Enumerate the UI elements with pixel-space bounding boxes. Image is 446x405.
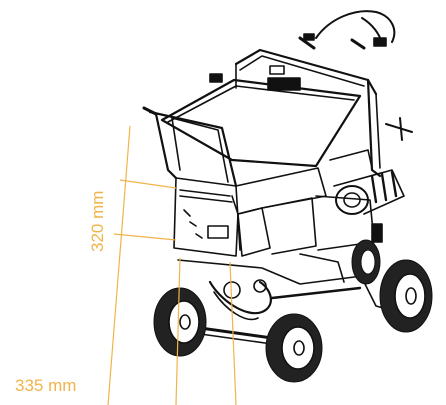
wheel-rear-left — [351, 239, 381, 285]
top-handle — [298, 10, 396, 50]
hopper-body — [173, 167, 327, 257]
height-extension-top — [119, 179, 177, 189]
wheel-rear-right — [379, 259, 433, 333]
dimension-lines — [107, 125, 237, 405]
width-extension-left — [175, 257, 181, 405]
engine-drum — [329, 149, 405, 215]
height-dimension-line — [107, 125, 131, 405]
wheel-front-left — [153, 287, 207, 357]
front-handle-frame — [142, 106, 238, 188]
height-dimension-label: 320 mm — [88, 190, 107, 252]
wheel-front-right — [265, 313, 323, 383]
side-panel — [237, 195, 383, 283]
machine-illustration — [142, 10, 413, 345]
width-extension-right — [229, 261, 237, 405]
rear-frame — [209, 48, 413, 178]
height-extension-bottom — [113, 233, 177, 241]
hopper-lid — [160, 78, 362, 168]
wheels — [153, 239, 433, 383]
width-dimension-label: 335 mm — [15, 376, 77, 395]
